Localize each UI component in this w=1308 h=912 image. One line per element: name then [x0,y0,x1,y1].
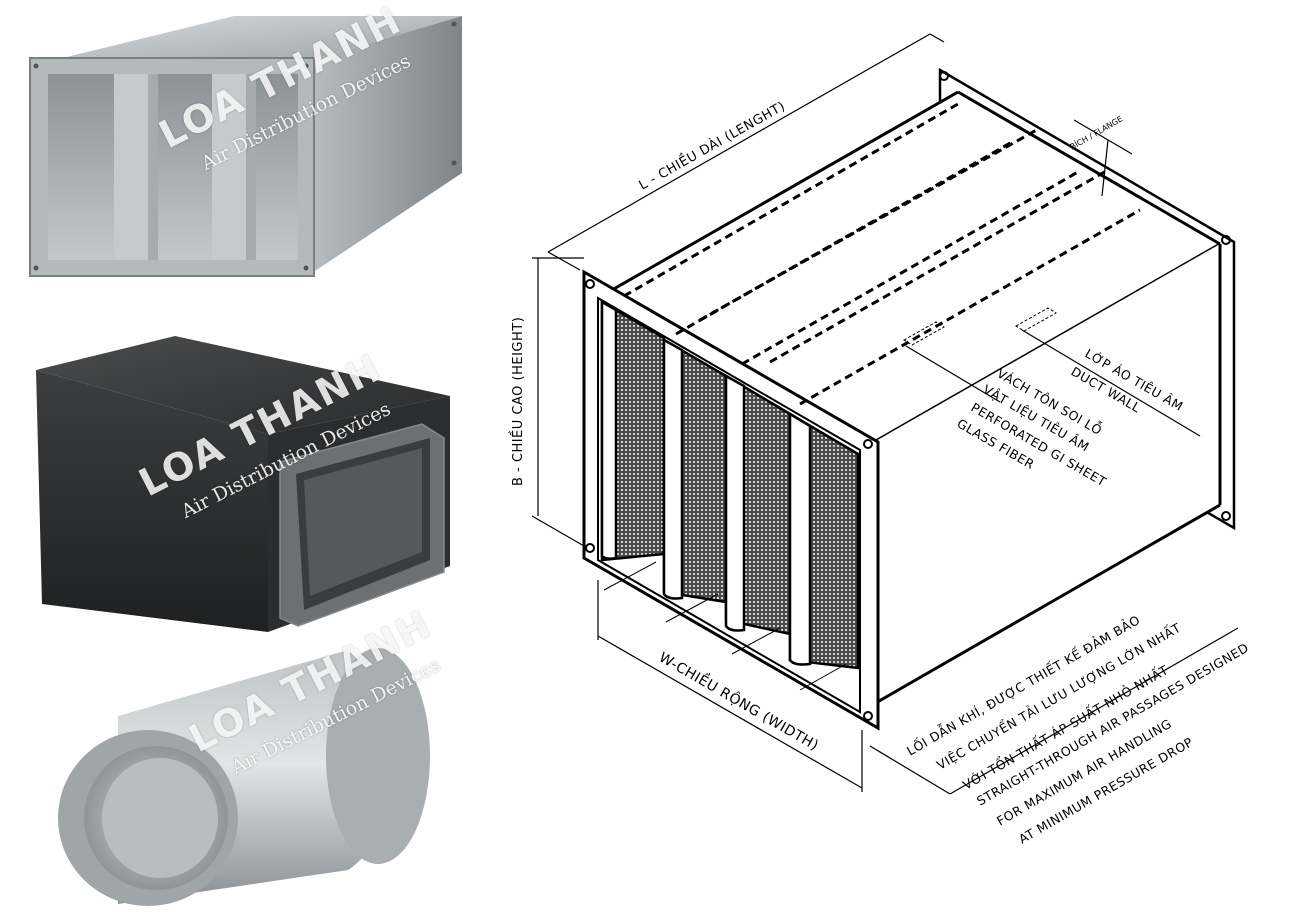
rectangular-silencer-image [29,16,462,277]
photo-rectangular-splitter-silencer: LOA THANH Air Distribution Devices [22,0,468,280]
dimension-lines [531,33,1239,795]
circular-silencer-image [58,648,430,906]
photo-dark-rectangular-silencer: LOA THANH Air Distribution Devices [30,334,458,634]
airflow-arrows [603,561,847,691]
flange-label: BÍCH / FLANGE [1068,113,1125,152]
flange-bolt-holes [585,71,1231,721]
dark-silencer-image [36,336,450,632]
splitters [600,299,860,670]
height-label: B - CHIỀU CAO (HEIGHT) [509,317,526,486]
splitter-top-lines [623,102,1141,406]
length-label: L - CHIỀU DÀI (LENGHT) [636,97,788,193]
photo-circular-silencer: LOA THANH Air Distribution Devices [48,601,448,908]
callout-boxes [903,307,1057,346]
